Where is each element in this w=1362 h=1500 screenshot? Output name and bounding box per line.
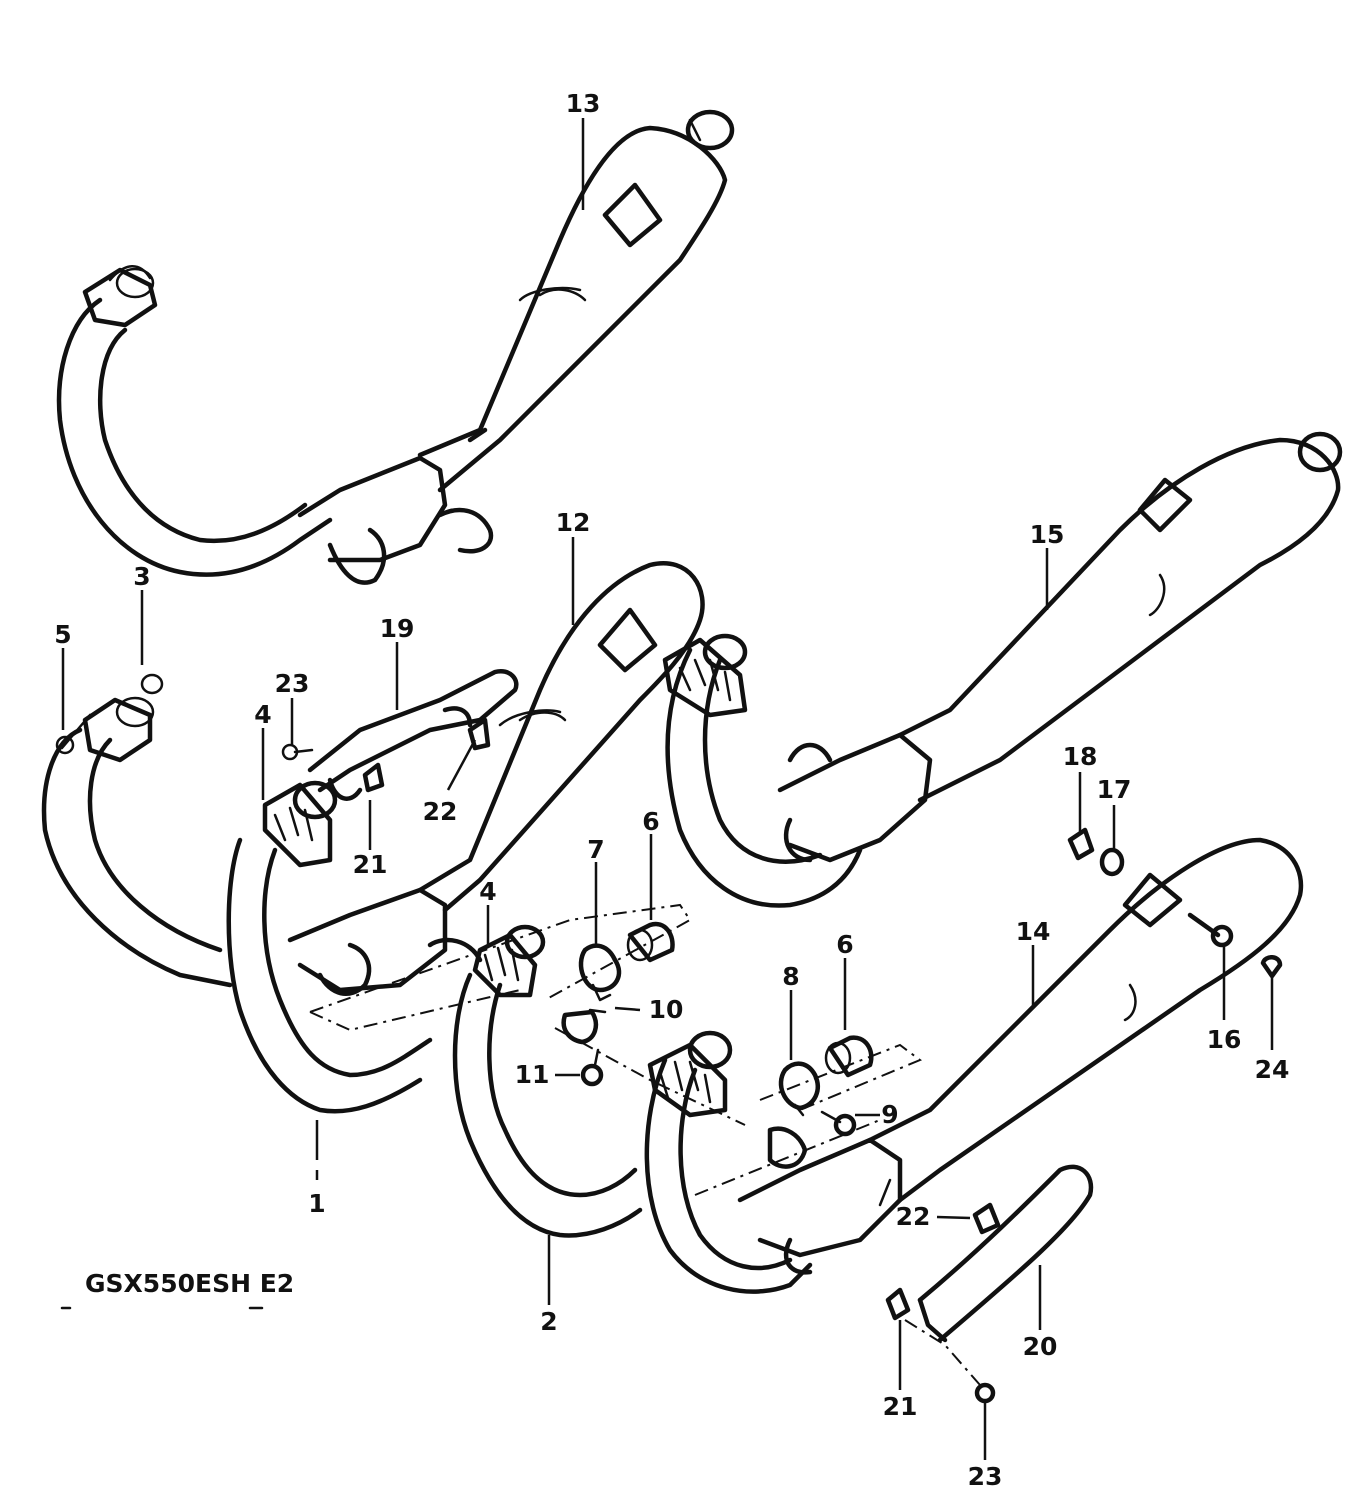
callout-11: 11 [515, 1060, 550, 1089]
callout-22-top: 22 [423, 797, 458, 826]
callout-5: 5 [54, 620, 71, 649]
callout-10: 10 [649, 995, 684, 1024]
model-code-label: GSX550ESH E2 [85, 1269, 294, 1298]
callout-7: 7 [587, 835, 604, 864]
muffler-14-assembly [644, 837, 1304, 1294]
callout-6-top: 6 [642, 807, 659, 836]
callout-19: 19 [380, 614, 415, 643]
callout-12: 12 [556, 508, 591, 537]
callout-6-lower: 6 [836, 930, 853, 959]
callout-21-top: 21 [353, 850, 388, 879]
exhaust-pipe-2 [452, 924, 643, 1238]
callout-15: 15 [1030, 520, 1065, 549]
callout-9: 9 [881, 1100, 898, 1129]
muffler-13-assembly [56, 109, 735, 585]
callout-20: 20 [1023, 1332, 1058, 1361]
callout-21-lower: 21 [883, 1392, 918, 1421]
callout-17: 17 [1097, 775, 1132, 804]
callout-4-left: 4 [254, 700, 271, 729]
callout-labels: 13 12 15 19 3 5 23 4 22 21 4 7 6 10 11 8… [54, 89, 1289, 1491]
callout-1: 1 [308, 1189, 325, 1218]
callout-23-lower: 23 [968, 1462, 1003, 1491]
muffler-12 [226, 561, 705, 1114]
callout-3: 3 [133, 562, 150, 591]
assembly-lines [309, 903, 981, 1386]
callout-23-top: 23 [275, 669, 310, 698]
callout-22-lower: 22 [896, 1202, 931, 1231]
callout-14: 14 [1016, 917, 1051, 946]
callout-18: 18 [1063, 742, 1098, 771]
callout-16: 16 [1207, 1025, 1242, 1054]
callout-4-center: 4 [479, 877, 496, 906]
clamps-and-bolts [281, 668, 1283, 1404]
exhaust-pipe-1 [41, 673, 233, 988]
callout-24: 24 [1255, 1055, 1290, 1084]
callout-2: 2 [540, 1307, 557, 1336]
leader-lines [61, 118, 1274, 1460]
muffler-15-assembly [662, 431, 1343, 908]
callout-8: 8 [782, 962, 799, 991]
callout-13: 13 [566, 89, 601, 118]
